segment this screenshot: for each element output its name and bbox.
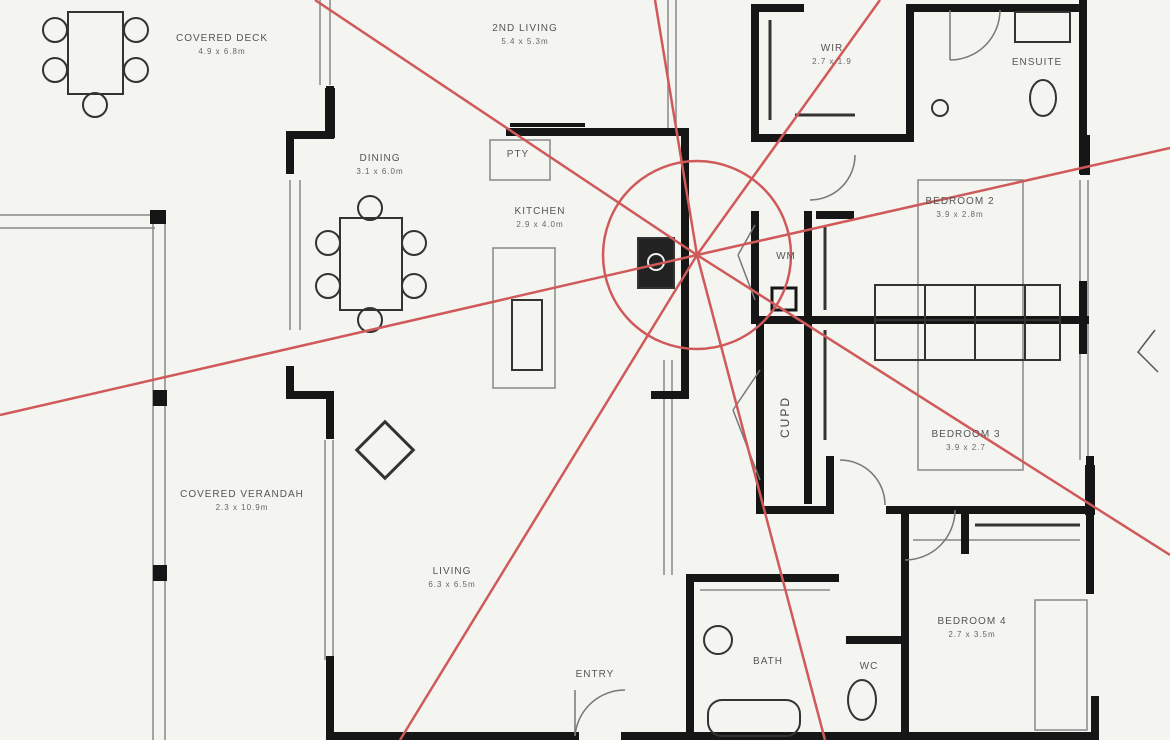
room-name: WIR — [820, 43, 844, 54]
label-wc: WC — [860, 660, 879, 673]
room-name: LIVING — [432, 566, 472, 577]
room-dims: 5.4 x 5.3m — [501, 37, 549, 46]
room-dims: 6.3 x 6.5m — [428, 580, 476, 589]
label-bedroom-2: BEDROOM 2 3.9 x 2.8m — [925, 195, 994, 221]
thin-lines — [0, 0, 1089, 740]
posts — [150, 88, 1095, 581]
edge-mark — [1137, 329, 1159, 373]
room-name: BEDROOM 2 — [925, 196, 995, 207]
label-entry: ENTRY — [576, 668, 615, 681]
label-bedroom-3: BEDROOM 3 3.9 x 2.7 — [931, 428, 1000, 454]
label-wir: WIR 2.7 x 1.9 — [812, 42, 852, 68]
label-2nd-living: 2ND LIVING 5.4 x 5.3m — [492, 22, 558, 48]
label-bath: BATH — [753, 655, 783, 668]
room-name: ENSUITE — [1011, 57, 1063, 68]
doors — [574, 9, 1001, 737]
room-name: DINING — [359, 153, 401, 164]
furniture — [42, 11, 1080, 737]
room-dims: 4.9 x 6.8m — [198, 47, 246, 56]
label-living: LIVING 6.3 x 6.5m — [428, 565, 475, 591]
deck-table — [67, 11, 124, 95]
room-dims: 3.9 x 2.8m — [936, 210, 984, 219]
room-dims: 2.9 x 4.0m — [516, 220, 564, 229]
room-dims: 3.9 x 2.7 — [946, 443, 986, 452]
room-dims: 2.3 x 10.9m — [215, 503, 269, 512]
room-name: BATH — [753, 656, 783, 667]
dining-table — [339, 217, 403, 311]
room-dims: 2.7 x 3.5m — [948, 630, 996, 639]
label-covered-verandah: COVERED VERANDAH 2.3 x 10.9m — [180, 488, 304, 514]
room-name: KITCHEN — [514, 206, 566, 217]
room-name: COVERED DECK — [175, 33, 269, 44]
room-name: BEDROOM 4 — [937, 616, 1007, 627]
room-name: WC — [859, 661, 879, 672]
room-name: PTY — [506, 149, 530, 160]
room-name: ENTRY — [575, 669, 615, 680]
room-dims: 2.7 x 1.9 — [812, 57, 852, 66]
room-name: 2ND LIVING — [492, 23, 558, 34]
label-wm: WM — [776, 250, 796, 263]
room-name: WM — [776, 251, 796, 262]
label-pty: PTY — [507, 148, 529, 161]
walls — [286, 0, 1099, 740]
label-kitchen: KITCHEN 2.9 x 4.0m — [515, 205, 566, 231]
room-name: BEDROOM 3 — [931, 429, 1001, 440]
label-covered-deck: COVERED DECK 4.9 x 6.8m — [176, 32, 268, 58]
label-dining: DINING 3.1 x 6.0m — [356, 152, 403, 178]
room-name: COVERED VERANDAH — [180, 489, 304, 500]
room-dims: 3.1 x 6.0m — [356, 167, 404, 176]
label-bedroom-4: BEDROOM 4 2.7 x 3.5m — [937, 615, 1006, 641]
label-ensuite: ENSUITE — [1012, 56, 1062, 69]
center-circle — [601, 159, 793, 351]
label-cupd: CUPD — [778, 395, 793, 439]
